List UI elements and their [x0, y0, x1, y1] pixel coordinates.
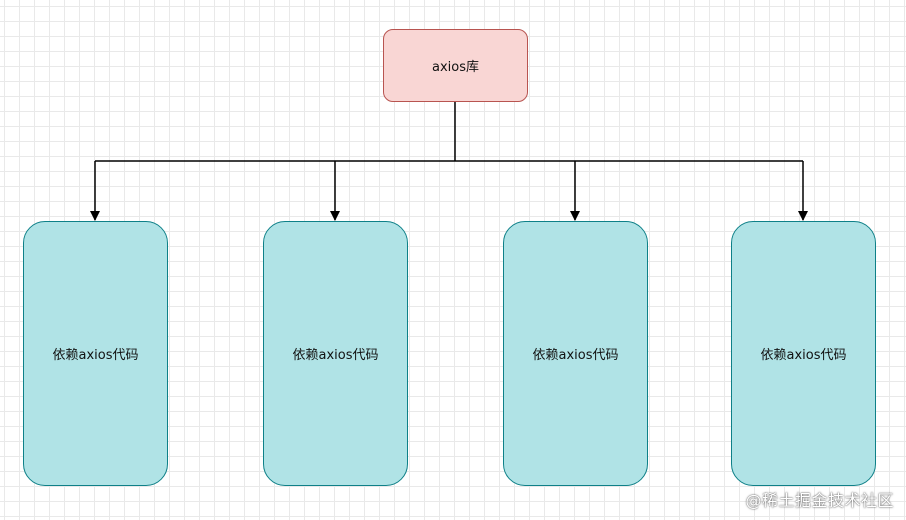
- child-node-2[interactable]: 依赖axios代码: [263, 221, 408, 486]
- watermark: @稀土掘金技术社区: [745, 491, 894, 510]
- child-node-label: 依赖axios代码: [292, 348, 379, 363]
- child-node-label: 依赖axios代码: [760, 348, 847, 363]
- root-node-axios[interactable]: axios库: [383, 29, 528, 102]
- child-node-1[interactable]: 依赖axios代码: [23, 221, 168, 486]
- root-node-label: axios库: [432, 60, 479, 75]
- child-node-4[interactable]: 依赖axios代码: [731, 221, 876, 486]
- child-node-3[interactable]: 依赖axios代码: [503, 221, 648, 486]
- child-node-label: 依赖axios代码: [52, 348, 139, 363]
- child-node-label: 依赖axios代码: [532, 348, 619, 363]
